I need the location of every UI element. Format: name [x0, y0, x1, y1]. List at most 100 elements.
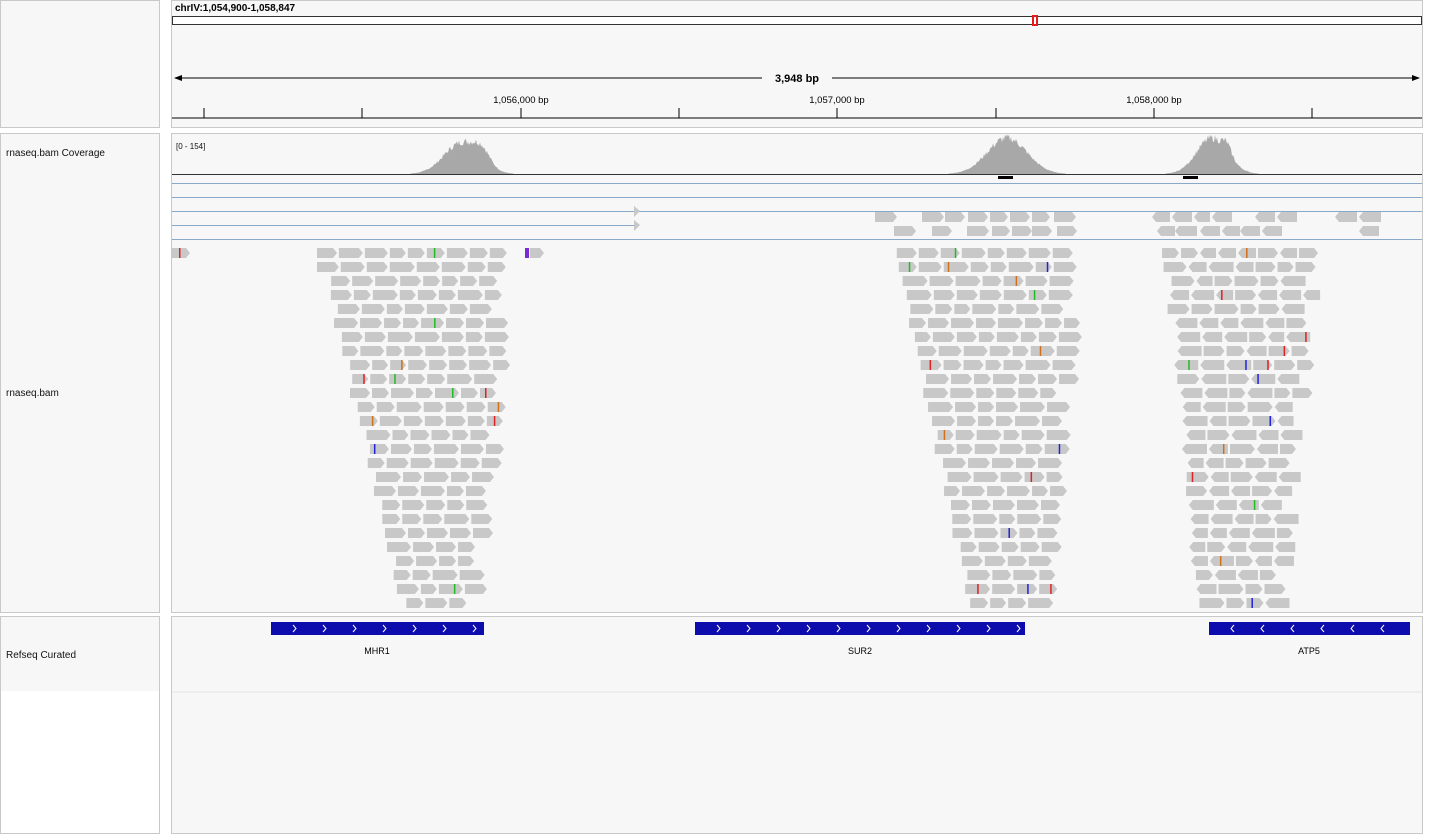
empty-name-area: [1, 691, 159, 833]
aligned-read: [1246, 346, 1267, 356]
aligned-read: [1018, 388, 1039, 398]
aligned-read: [1007, 486, 1031, 496]
aligned-read: [956, 444, 973, 454]
aligned-read: [487, 402, 506, 412]
aligned-read: [1007, 556, 1027, 566]
aligned-read: [432, 570, 458, 580]
aligned-read: [1020, 542, 1040, 552]
gene-track-name[interactable]: Refseq Curated: [6, 650, 77, 661]
header-name-panel: [0, 0, 160, 128]
aligned-read: [420, 584, 437, 594]
aligned-read: [1200, 226, 1220, 236]
gene-feature-mhr1[interactable]: MHR1: [271, 622, 484, 656]
aligned-read: [429, 360, 448, 370]
chromosome-ideogram[interactable]: [172, 15, 1422, 26]
aligned-read: [896, 248, 917, 258]
aligned-read: [1177, 332, 1201, 342]
strand-arrow: [746, 624, 751, 633]
mismatch-base: [1027, 584, 1029, 594]
gene-feature-sur2[interactable]: SUR2: [695, 622, 1025, 656]
aligned-read: [923, 388, 949, 398]
aligned-read: [353, 290, 371, 300]
aligned-read: [392, 430, 409, 440]
aligned-read: [484, 332, 509, 342]
aligned-read: [1049, 276, 1074, 286]
aligned-read: [947, 472, 972, 482]
aligned-read: [1278, 472, 1301, 482]
mismatch-base: [485, 388, 487, 398]
gene-body: [695, 622, 1025, 635]
aligned-read: [1252, 486, 1273, 496]
aligned-read: [943, 262, 969, 272]
alignment-data-panel[interactable]: [0 - 154]: [171, 133, 1423, 613]
ruler[interactable]: 3,948 bp 1,056,000 bp 1,057,000 bp 1,058…: [172, 1, 1422, 127]
aligned-read: [1199, 598, 1225, 608]
aligned-read: [1038, 332, 1057, 342]
aligned-read: [910, 304, 934, 314]
aligned-read: [1191, 290, 1215, 300]
aligned-read: [1041, 542, 1062, 552]
aligned-read: [992, 570, 1012, 580]
gene-feature-atp5[interactable]: ATP5: [1209, 622, 1410, 656]
aligned-read: [425, 346, 447, 356]
aligned-read: [1291, 346, 1309, 356]
gene-body: [271, 622, 484, 635]
aligned-read: [1205, 458, 1224, 468]
aligned-read: [934, 444, 955, 454]
aligned-read: [446, 248, 468, 258]
aligned-read: [1226, 360, 1252, 370]
aligned-read: [471, 514, 493, 524]
aligned-read: [469, 304, 492, 314]
aligned-read: [487, 262, 506, 272]
aligned-read: [472, 528, 493, 538]
aligned-read: [1028, 598, 1054, 608]
aligned-read: [1040, 388, 1057, 398]
aligned-read: [914, 332, 931, 342]
aligned-read: [1044, 444, 1070, 454]
aligned-read: [408, 374, 426, 384]
aligned-read: [929, 276, 954, 286]
aligned-read: [1231, 486, 1251, 496]
aligned-read: [968, 458, 991, 468]
aligned-read: [341, 332, 363, 342]
aligned-read: [894, 226, 916, 236]
aligned-read: [952, 514, 972, 524]
aligned-read: [1194, 212, 1210, 222]
aligned-read: [410, 430, 430, 440]
coverage-track-name[interactable]: rnaseq.bam Coverage: [6, 148, 105, 159]
aligned-read: [360, 346, 385, 356]
aligned-read: [1016, 458, 1037, 468]
aligned-read: [938, 346, 962, 356]
gene-track-canvas[interactable]: MHR1 SUR2 ATP5: [172, 617, 1422, 833]
aligned-read: [357, 402, 375, 412]
aligned-read: [1279, 290, 1302, 300]
aligned-read: [423, 276, 441, 286]
aligned-read: [1259, 570, 1276, 580]
aligned-read: [426, 248, 445, 258]
strand-arrow: [352, 624, 357, 633]
aligned-read: [389, 374, 407, 384]
aligned-read: [1234, 276, 1259, 286]
aligned-read: [950, 500, 970, 510]
aligned-read: [384, 318, 402, 328]
aligned-read: [976, 430, 1002, 440]
aligned-read: [426, 304, 448, 314]
aligned-read: [993, 374, 1018, 384]
aligned-read: [1229, 388, 1246, 398]
span-left-arrow: [174, 75, 182, 81]
alignment-track-name[interactable]: rnaseq.bam: [6, 388, 59, 399]
aligned-read: [386, 458, 409, 468]
strand-arrow: [1016, 624, 1021, 633]
alignment-canvas[interactable]: [172, 134, 1422, 612]
aligned-read: [424, 416, 444, 426]
aligned-read: [403, 416, 423, 426]
aligned-read: [992, 584, 1016, 594]
gene-data-panel[interactable]: MHR1 SUR2 ATP5: [171, 616, 1423, 834]
aligned-read: [468, 346, 488, 356]
aligned-read: [1260, 500, 1282, 510]
aligned-read: [1025, 444, 1043, 454]
aligned-read: [447, 500, 465, 510]
aligned-read: [382, 500, 401, 510]
aligned-read: [1214, 276, 1233, 286]
aligned-read: [467, 262, 486, 272]
